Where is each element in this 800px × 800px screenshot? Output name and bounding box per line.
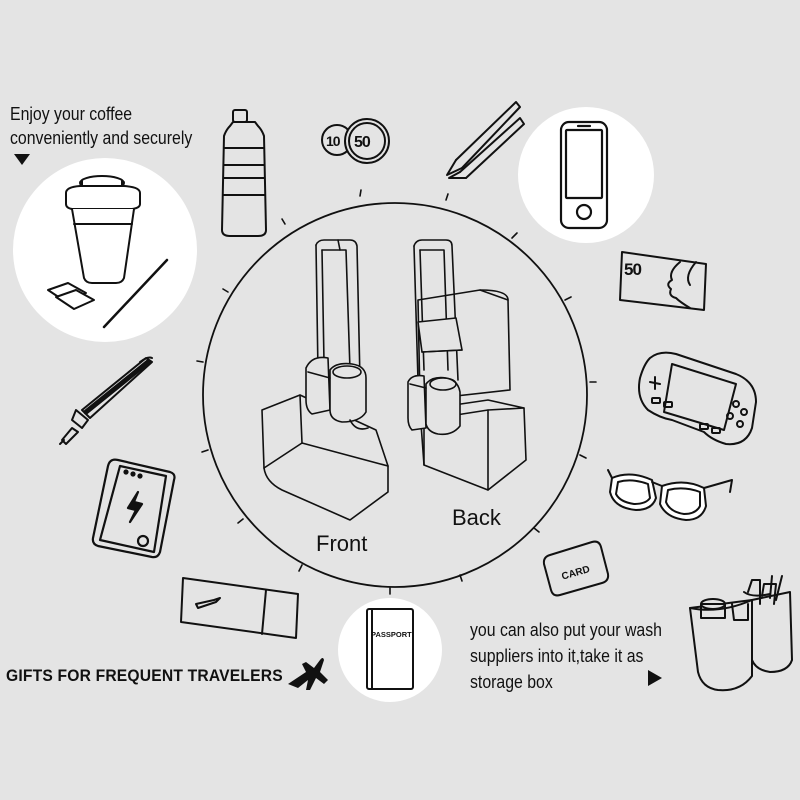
- water-bottle-icon: [221, 109, 267, 237]
- center-ring: [196, 189, 597, 595]
- game-console-icon: [638, 351, 757, 446]
- boarding-ticket-icon: [180, 577, 299, 639]
- coin-left-label: 10: [326, 133, 341, 149]
- storage-pouch-icon: [689, 575, 793, 692]
- pointer-triangle-icon: [14, 154, 30, 165]
- pointer-triangle-icon: [648, 670, 662, 686]
- wash-caption: you can also put your wash suppliers int…: [470, 617, 662, 695]
- coffee-cup-icon: [47, 175, 169, 329]
- passport-icon: [366, 608, 414, 690]
- coffee-caption-line2: conveniently and securely: [10, 128, 193, 148]
- wash-caption-line3: storage box: [470, 672, 553, 692]
- coffee-caption: Enjoy your coffee conveniently and secur…: [10, 102, 192, 150]
- pens-icon: [446, 101, 525, 179]
- power-bank-icon: [91, 458, 176, 559]
- coffee-caption-line1: Enjoy your coffee: [10, 104, 133, 124]
- back-label: Back: [452, 505, 501, 530]
- coin-right-label: 50: [354, 134, 371, 151]
- card-icon: [542, 540, 610, 597]
- front-label: Front: [316, 531, 368, 556]
- gifts-heading: GIFTS FOR FREQUENT TRAVELERS: [6, 666, 283, 685]
- glasses-icon: [607, 469, 733, 521]
- coins-icon: [321, 118, 390, 164]
- wash-caption-line2: suppliers into it,take it as: [470, 646, 644, 666]
- organizer-back: [407, 239, 527, 491]
- phone-icon: [559, 120, 609, 230]
- organizer-front: [261, 239, 389, 521]
- wash-caption-line1: you can also put your wash: [470, 620, 662, 640]
- banknote-label: 50: [624, 260, 641, 279]
- passport-label: PASSPORT: [371, 630, 412, 639]
- airplane-icon: [288, 658, 328, 690]
- banknote-icon: [619, 251, 707, 311]
- cable-icon: [59, 356, 153, 445]
